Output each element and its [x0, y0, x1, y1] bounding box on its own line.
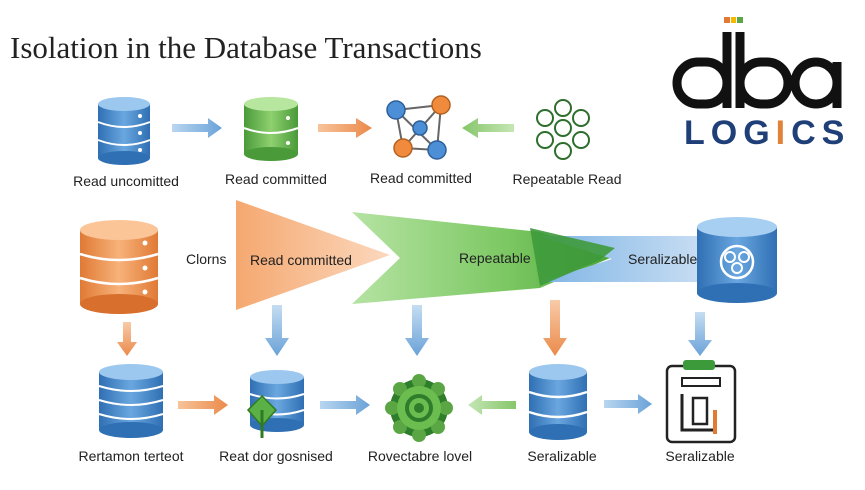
- band-label-repeatable: Repeatable: [459, 250, 531, 266]
- label-bottom-2: Reat dor gosnised: [219, 448, 333, 464]
- logo-wordmark: LOGICS: [684, 114, 851, 152]
- label-side: Clorns: [186, 251, 227, 267]
- label-repeatable-read: Repeatable Read: [512, 171, 622, 187]
- circle-cluster-icon: [536, 99, 590, 160]
- label-bottom-3: Rovectabre lovel: [367, 448, 473, 464]
- label-read-committed: Read committed: [225, 171, 327, 187]
- database-orange-icon: [79, 220, 159, 314]
- page-title: Isolation in the Database Transactions: [10, 30, 482, 65]
- arrow-right: [178, 395, 228, 415]
- arrow-down: [117, 322, 137, 356]
- label-read-uncommitted: Read uncomitted: [73, 173, 179, 189]
- clipboard-icon: [665, 360, 737, 444]
- band-label-serializable: Seralizable: [628, 251, 698, 267]
- band-label-read-committed: Read committed: [250, 252, 352, 268]
- label-bottom-5: Seralizable: [665, 448, 735, 464]
- arrow-left: [462, 118, 514, 138]
- arrow-right: [468, 395, 516, 415]
- database-green-icon: [243, 97, 299, 161]
- database-blue-icon: [97, 97, 151, 165]
- arrow-down: [405, 305, 429, 356]
- arrow-right: [318, 118, 372, 138]
- arrow-right: [604, 394, 652, 414]
- database-stack-blue-icon: [98, 364, 164, 438]
- label-read-committed-2: Read committed: [370, 170, 472, 186]
- network-nodes-icon: [386, 95, 451, 160]
- database-blue-icon: [528, 364, 588, 440]
- band-serializable-tip: [530, 228, 615, 286]
- database-leaf-icon: [246, 370, 305, 438]
- label-bottom-4: Seralizable: [527, 448, 597, 464]
- arrow-right: [172, 118, 222, 138]
- arrow-down: [543, 300, 567, 356]
- arrow-down: [265, 305, 289, 356]
- gear-icon: [385, 374, 453, 442]
- database-serializable-icon: [697, 217, 777, 303]
- label-bottom-1: Rertamon terteot: [78, 448, 184, 464]
- arrow-right: [320, 395, 370, 415]
- band-read-committed: [236, 200, 390, 310]
- arrow-down: [688, 312, 712, 356]
